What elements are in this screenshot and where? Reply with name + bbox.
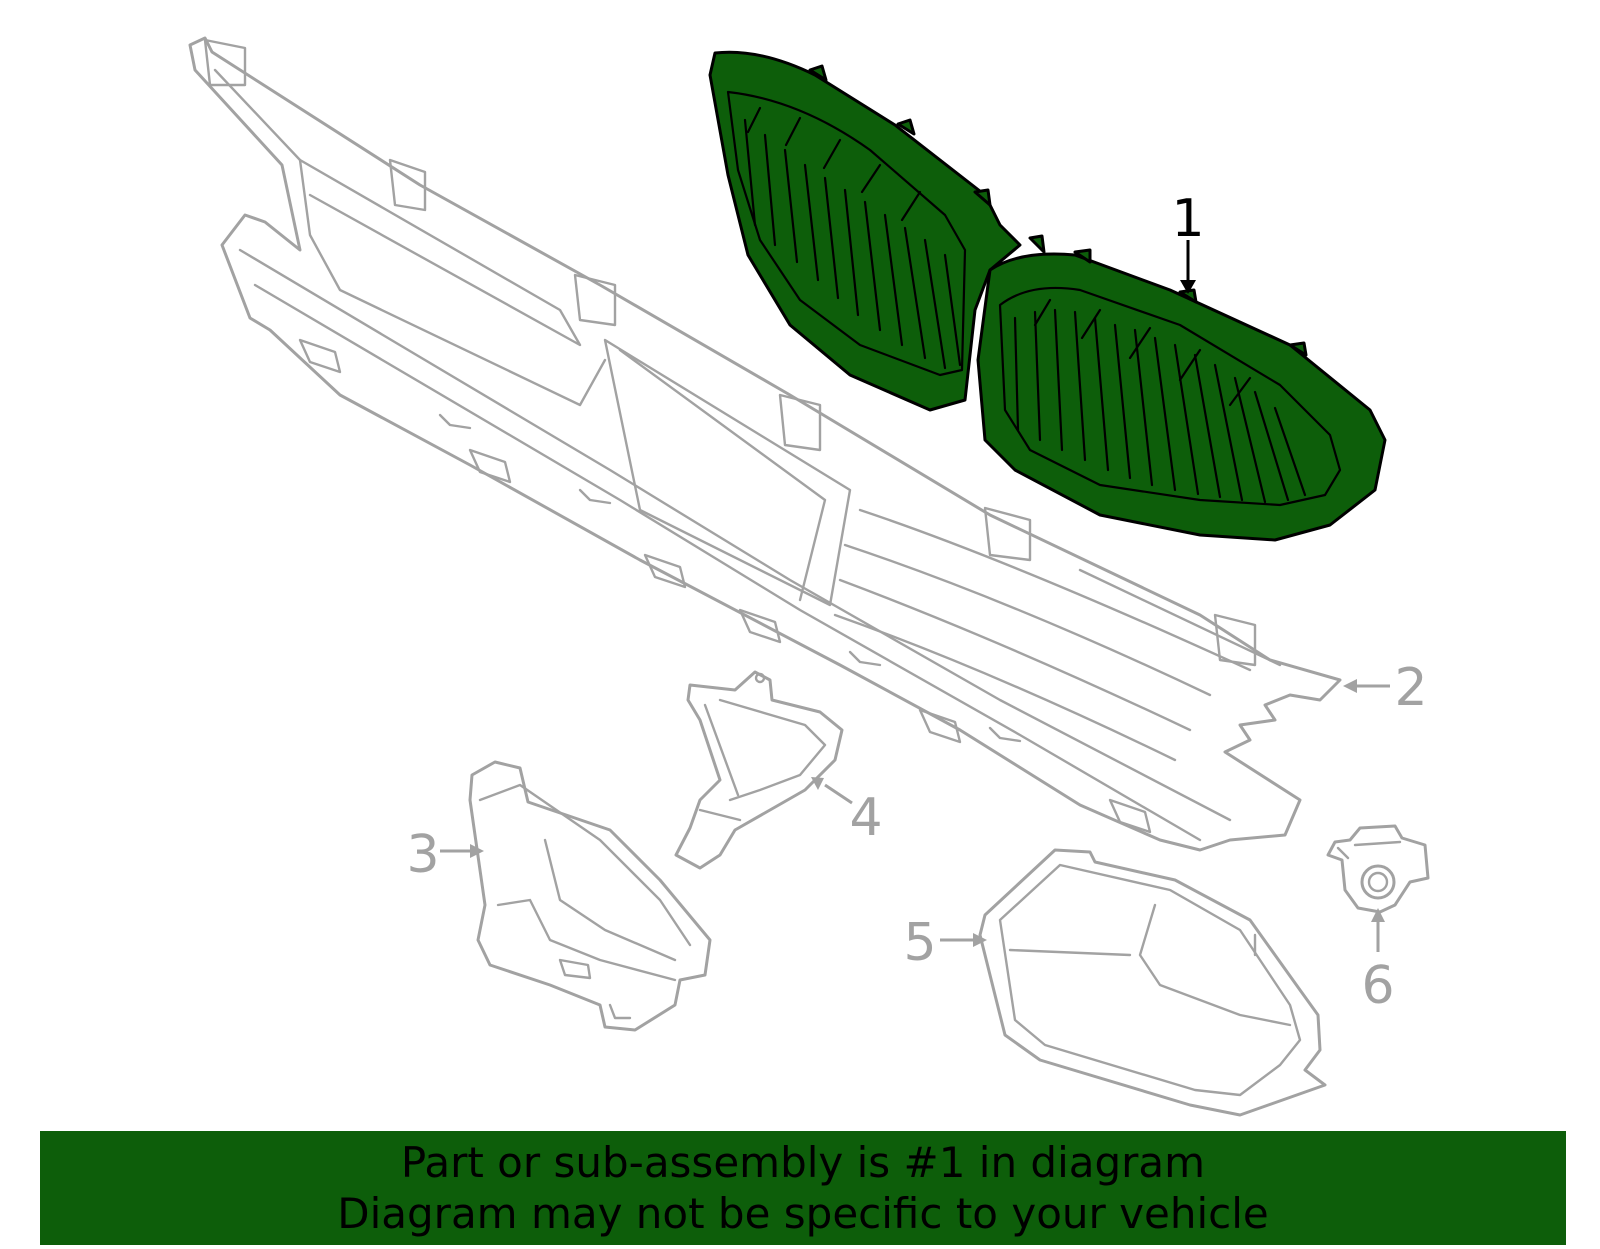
callout-3-label: 3 <box>406 825 439 885</box>
part-1-kidney-grille <box>708 50 1387 542</box>
part-3-left-duct <box>468 760 712 1032</box>
info-banner: Part or sub-assembly is #1 in diagram Di… <box>40 1131 1566 1245</box>
callout-4-label: 4 <box>849 788 882 848</box>
part-2-grille-frame <box>188 36 1342 852</box>
callout-5-label: 5 <box>903 913 936 973</box>
part-5-duct-panel <box>978 848 1327 1117</box>
part-4-bracket <box>674 670 844 870</box>
banner-line-part-info: Part or sub-assembly is #1 in diagram <box>400 1138 1206 1187</box>
part-6-sensor <box>1326 824 1430 914</box>
callout-2-label: 2 <box>1394 658 1427 718</box>
banner-line-disclaimer: Diagram may not be specific to your vehi… <box>337 1189 1269 1238</box>
callout-1-label: 1 <box>1171 189 1204 249</box>
callout-6-label: 6 <box>1361 956 1394 1016</box>
callout-leaders <box>440 240 1390 952</box>
